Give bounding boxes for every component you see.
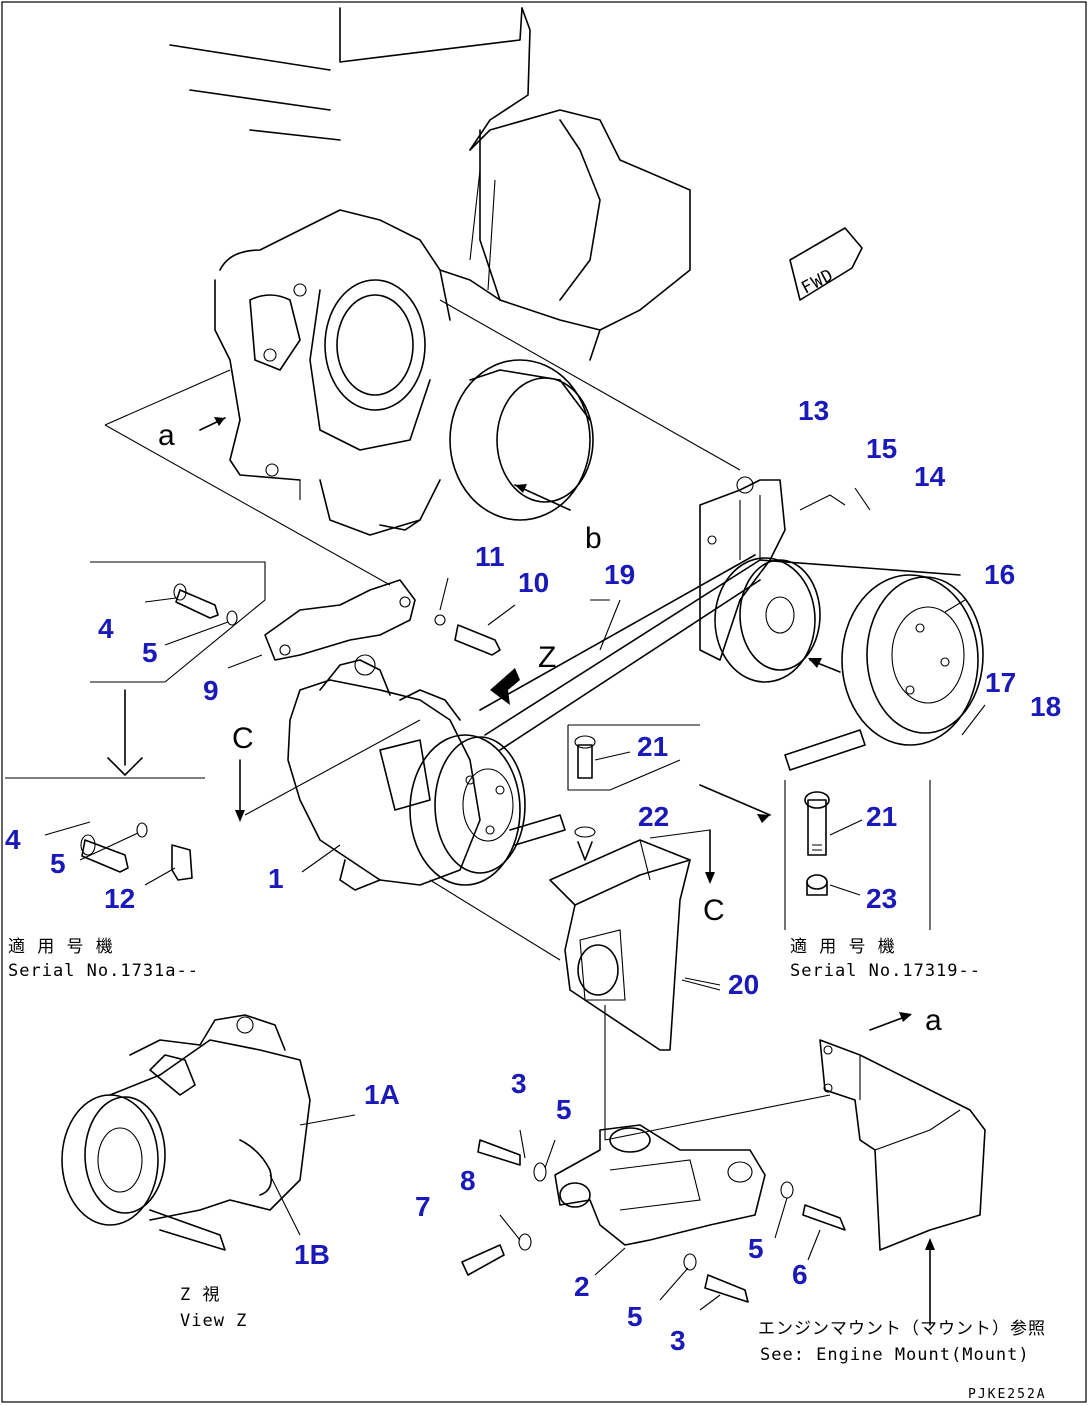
detail-bolt-21-serial	[784, 780, 931, 930]
callout-16: 16	[984, 559, 1015, 590]
callout-13: 13	[798, 395, 829, 426]
letter-a-top: a	[158, 419, 175, 452]
detail-bolt-21	[567, 724, 700, 791]
leader-lines	[227, 487, 986, 986]
callout-22: 22	[638, 801, 669, 832]
idler-bracket	[699, 476, 786, 661]
callout-5e: 5	[627, 1301, 643, 1332]
callout-15: 15	[866, 433, 897, 464]
view-z-en: View Z	[180, 1311, 247, 1331]
letter-b: b	[585, 522, 602, 555]
large-pulley-16	[784, 574, 984, 771]
forward-direction-mark: FWD	[789, 227, 863, 301]
callout-3b: 3	[670, 1325, 686, 1356]
callout-20: 20	[728, 969, 759, 1000]
section-c-marker-left	[235, 719, 421, 822]
callout-23: 23	[866, 883, 897, 914]
letter-c-right: C	[703, 894, 725, 927]
callout-1A: 1A	[364, 1079, 400, 1110]
compressor-bracket-2	[461, 1094, 846, 1311]
callout-9: 9	[203, 675, 219, 706]
v-belt-19	[479, 554, 961, 751]
letter-a-right: a	[925, 1004, 942, 1037]
letter-z: Z	[538, 641, 556, 674]
callout-3a: 3	[511, 1068, 527, 1099]
belt-cover-20	[429, 826, 721, 1140]
serial-left-jp: 適 用 号 機	[8, 937, 114, 957]
callout-11: 11	[475, 541, 505, 572]
compressor-view-z	[61, 1014, 356, 1251]
callout-4b: 4	[5, 824, 21, 855]
callout-4a: 4	[98, 613, 114, 644]
callout-8: 8	[460, 1165, 476, 1196]
letter-c-left: C	[232, 722, 254, 755]
callout-10: 10	[518, 567, 549, 598]
serial-right-en: Serial No.17319--	[790, 961, 981, 981]
callout-2: 2	[574, 1271, 590, 1302]
engine-mount-en: See: Engine Mount(Mount)	[760, 1345, 1030, 1365]
view-z-jp: Z 視	[180, 1285, 220, 1305]
callout-14: 14	[914, 461, 946, 492]
callout-7: 7	[415, 1191, 431, 1222]
engine-mount-bracket	[819, 1012, 986, 1326]
callout-1B: 1B	[294, 1239, 330, 1270]
callout-17: 17	[985, 667, 1016, 698]
callout-5c: 5	[556, 1094, 572, 1125]
callout-6: 6	[792, 1259, 808, 1290]
callout-labels: 13 15 14 11 10 19 16 4 5 9 17 18 21 22 2…	[5, 395, 1061, 1356]
detail-bolt-4-left	[90, 561, 266, 776]
serial-left-en: Serial No.1731a--	[8, 961, 199, 981]
reference-letters: a b Z C C a	[158, 419, 942, 1037]
engine-mount-jp: エンジンマウント（マウント）参照	[758, 1319, 1046, 1339]
callout-5b: 5	[50, 848, 66, 879]
callout-21a: 21	[637, 731, 668, 762]
notes: 適 用 号 機 Serial No.1731a-- 適 用 号 機 Serial…	[8, 937, 1047, 1402]
callout-18: 18	[1030, 691, 1061, 722]
serial-right-jp: 適 用 号 機	[790, 937, 896, 957]
callout-19: 19	[604, 559, 635, 590]
callout-21b: 21	[866, 801, 897, 832]
detail-bolt-4-serial	[5, 777, 205, 886]
svg-text:FWD: FWD	[798, 265, 837, 298]
callout-5d: 5	[748, 1233, 764, 1264]
section-c-marker-right	[649, 829, 715, 884]
engine-block	[104, 7, 741, 586]
detail-arrow	[699, 784, 771, 816]
callout-12: 12	[104, 883, 135, 914]
callout-1: 1	[268, 863, 284, 894]
figure-code: PJKE252A	[968, 1387, 1047, 1402]
callout-5a: 5	[142, 637, 158, 668]
idler-pulley	[714, 557, 821, 683]
air-conditioner-compressor	[264, 579, 566, 891]
